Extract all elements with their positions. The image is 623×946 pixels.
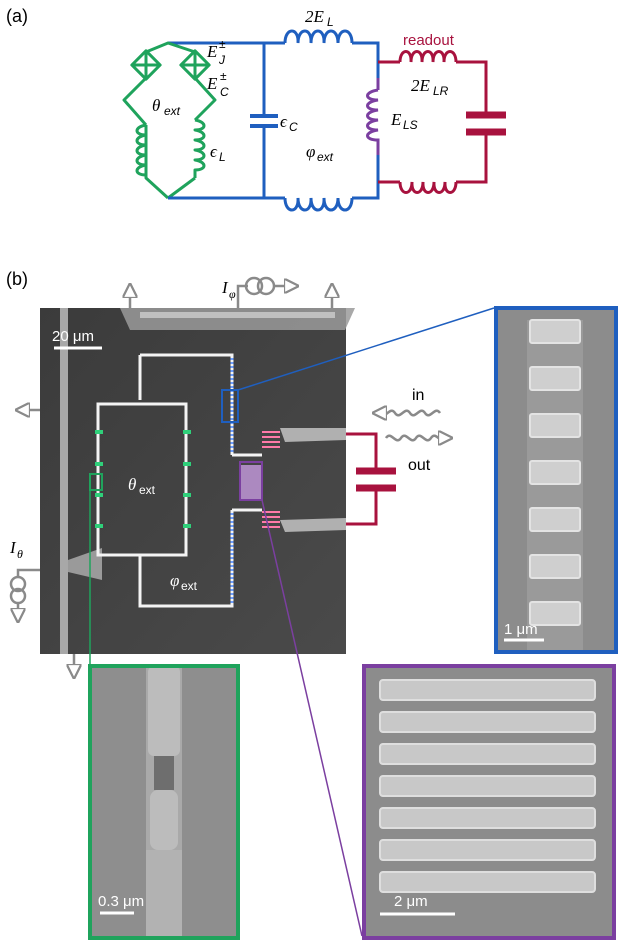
els-sub: LS <box>403 118 418 132</box>
inductor-right-icon <box>193 118 206 178</box>
i-phi-label: I <box>221 278 229 297</box>
purple-highlight-box <box>239 461 263 501</box>
inset-green-scale: 0.3 μm <box>98 893 144 910</box>
blue-loop <box>168 29 380 212</box>
sem-phi-sub: ext <box>181 579 198 593</box>
theta-ext-sub: ext <box>164 104 181 118</box>
shared-inductor <box>366 78 380 155</box>
two-elr-sub: LR <box>433 84 449 98</box>
els-label: E <box>390 110 402 129</box>
junction-energy-sup: ± <box>219 37 226 51</box>
green-highlight-box <box>89 473 103 491</box>
phi-ext-sub: ext <box>317 150 334 164</box>
phi-ext-label: φ <box>306 142 315 161</box>
epsilon-c-sub: C <box>289 120 298 134</box>
two-el-label: 2E <box>305 7 325 26</box>
i-theta-label: I <box>9 538 17 557</box>
panel-a-label: (a) <box>6 6 28 26</box>
sem-theta-label: θ <box>128 475 136 494</box>
blue-connector <box>237 307 495 391</box>
josephson-junction-left-icon <box>130 49 162 81</box>
theta-ext-label: θ <box>152 96 160 115</box>
junction-energy-label: E <box>206 42 218 61</box>
epsilon-c-label: ϵ <box>280 112 288 131</box>
epsilon-l-sub: L <box>219 150 226 164</box>
two-elr-label: 2E <box>411 76 431 95</box>
inset-blue: 1 μm <box>494 306 618 654</box>
i-phi-sub: φ <box>229 287 236 301</box>
blue-highlight-box <box>221 389 239 423</box>
sem-phi-label: φ <box>170 571 179 590</box>
readout-title: readout <box>403 32 455 49</box>
inset-green: 0.3 μm <box>88 664 240 940</box>
readout-inductor-bottom-icon <box>398 181 458 194</box>
inset-blue-scale: 1 μm <box>504 621 538 638</box>
readout-circuit <box>378 50 506 194</box>
panel-b-label: (b) <box>6 269 28 289</box>
two-el-sub: L <box>327 15 334 29</box>
signal-wiggles <box>375 411 450 441</box>
bias-lines <box>9 276 332 676</box>
purple-connector <box>261 499 363 937</box>
panel-b-readout-capacitor <box>346 432 396 526</box>
inductor-top-icon <box>283 29 354 44</box>
junction-energy-sub: J <box>218 53 226 67</box>
inset-purple: 2 μm <box>362 664 616 940</box>
main-scale-label: 20 μm <box>52 328 94 345</box>
sem-theta-sub: ext <box>139 483 156 497</box>
epsilon-l-label: ϵ <box>210 142 218 161</box>
signal-in-label: in <box>412 387 424 404</box>
josephson-junction-right-icon <box>179 49 211 81</box>
inset-purple-scale: 2 μm <box>394 893 428 910</box>
charge-energy-label: E <box>206 74 218 93</box>
panel-a-labels: E ± J E ± C θ ext ϵ L 2E L ϵ C φ ext E L… <box>152 7 455 164</box>
charge-energy-sup: ± <box>220 69 227 83</box>
i-theta-sub: θ <box>17 547 23 561</box>
readout-inductor-top-icon <box>398 50 458 63</box>
inductor-bottom-icon <box>283 197 354 212</box>
inductor-left-icon <box>135 123 148 177</box>
charge-energy-sub: C <box>220 85 229 99</box>
sem-main-image: 20 μm θ ext φ ext <box>40 308 355 654</box>
green-loop <box>122 41 264 200</box>
signal-out-label: out <box>408 457 431 474</box>
